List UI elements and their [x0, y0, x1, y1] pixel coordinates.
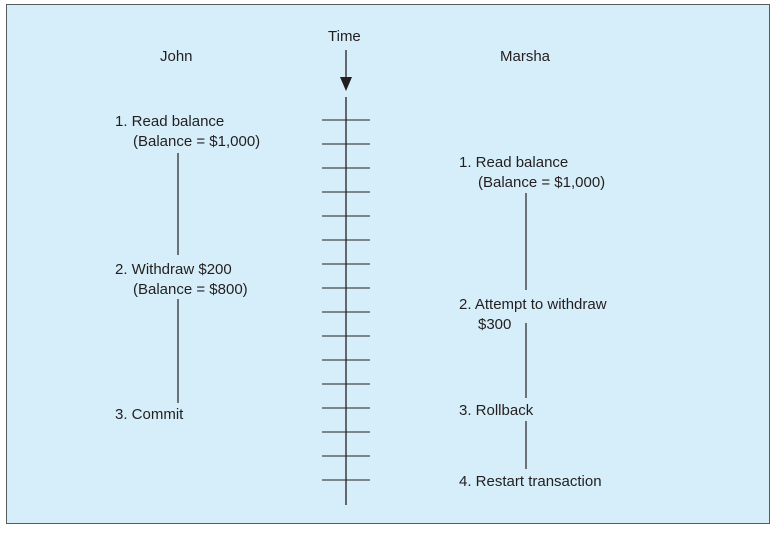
john-step2-line2: (Balance = $800) — [133, 281, 248, 298]
time-ticks — [322, 119, 370, 481]
john-step1-line1: 1. Read balance — [115, 113, 225, 130]
john-label: John — [160, 48, 193, 65]
marsha-label: Marsha — [500, 48, 551, 65]
diagram-panel — [6, 4, 770, 524]
marsha-step1-line1: 1. Read balance — [459, 154, 569, 171]
marsha-step2-line1: 2. Attempt to withdraw — [459, 296, 607, 313]
john-step1-line2: (Balance = $1,000) — [133, 133, 261, 150]
marsha-step1-line2: (Balance = $1,000) — [478, 174, 606, 191]
marsha-step4: 4. Restart transaction — [459, 473, 602, 490]
marsha-step2-line2: $300 — [478, 316, 512, 333]
john-step2-line1: 2. Withdraw $200 — [115, 261, 232, 278]
time-label: Time — [328, 28, 361, 45]
time-arrow-head — [340, 77, 352, 91]
marsha-step3: 3. Rollback — [459, 402, 534, 419]
john-step3: 3. Commit — [115, 406, 184, 423]
